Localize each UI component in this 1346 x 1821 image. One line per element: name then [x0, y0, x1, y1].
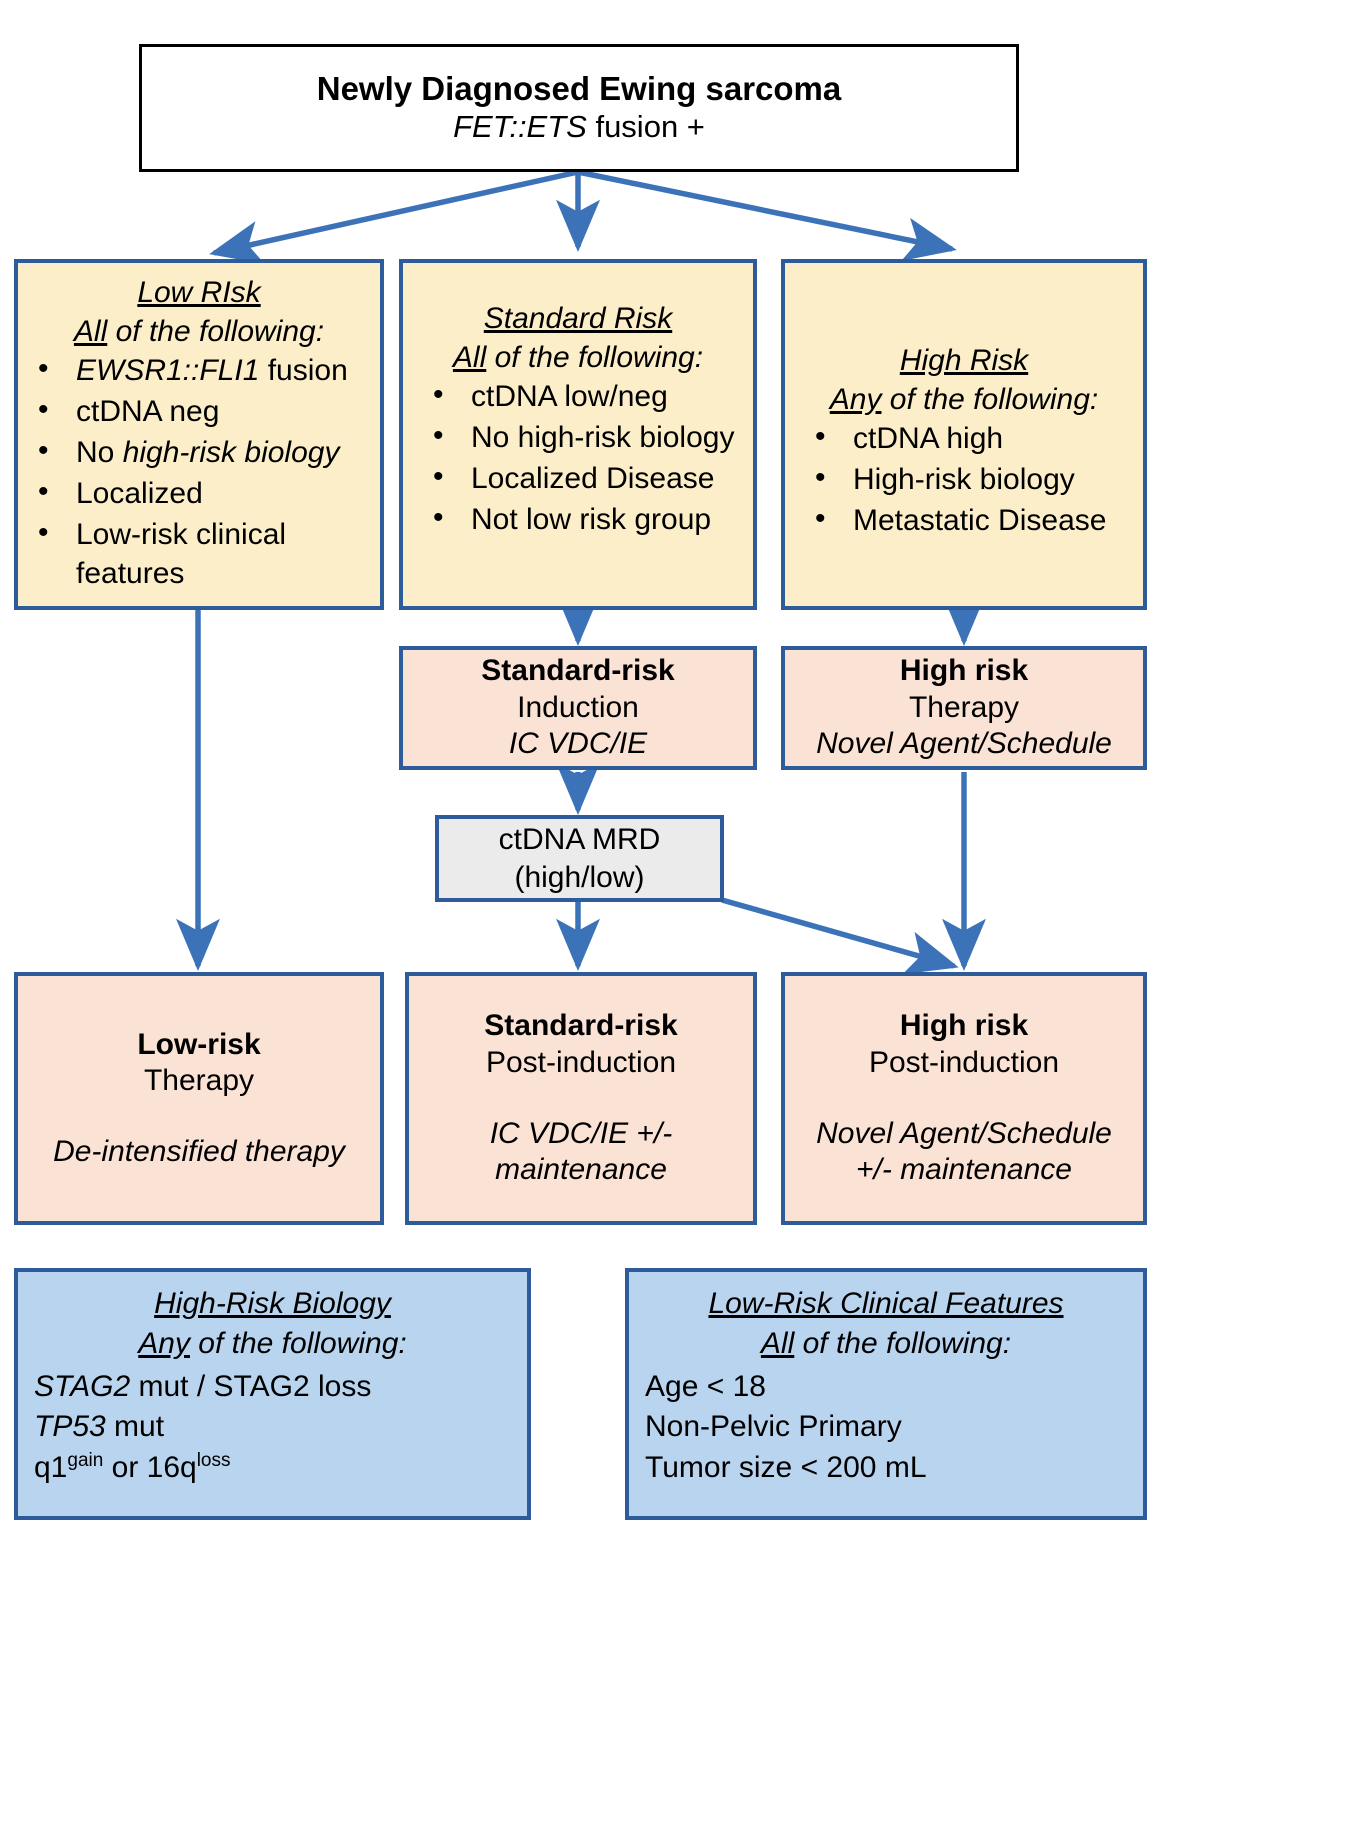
- arrow-title-to-low: [209, 169, 579, 265]
- high-risk-therapy-box: High risk Therapy Novel Agent/Schedule: [781, 646, 1147, 770]
- list-item: Metastatic Disease: [799, 499, 1129, 540]
- list-item: ctDNA neg: [32, 390, 366, 431]
- list-item: Low-risk clinical features: [32, 513, 366, 593]
- low-risk-features-heading: Low-Risk Clinical Features: [708, 1287, 1064, 1320]
- standard-risk-post-induction-box: Standard-risk Post-induction IC VDC/IE +…: [405, 972, 757, 1225]
- high-risk-post-induction-box: High risk Post-induction Novel Agent/Sch…: [781, 972, 1147, 1225]
- high-outcome-phase: Post-induction: [868, 1045, 1060, 1079]
- standard-outcome-phase: Post-induction: [485, 1045, 677, 1079]
- list-item: High-risk biology: [799, 458, 1129, 499]
- low-risk-therapy-box: Low-risk Therapy De-intensified therapy: [14, 972, 384, 1225]
- list-item: ctDNA high: [799, 417, 1129, 458]
- standard-induction-phase: Induction: [517, 690, 639, 724]
- fusion-gene-label: FET::ETS: [453, 109, 587, 145]
- low-risk-heading: Low RIsk: [137, 276, 261, 309]
- standard-outcome-regimen-1: IC VDC/IE +/-: [489, 1116, 673, 1150]
- high-risk-criteria-list: ctDNA high High-risk biology Metastatic …: [799, 417, 1129, 542]
- legend-line: Age < 18: [645, 1370, 766, 1404]
- high-risk-criteria-box: High Risk Any of the following: ctDNA hi…: [781, 259, 1147, 610]
- low-risk-criteria-list: EWSR1::FLI1 fusion ctDNA neg No high-ris…: [32, 349, 366, 595]
- legend-line: q1gain or 16qloss: [34, 1449, 231, 1484]
- high-therapy-title: High risk: [899, 654, 1029, 688]
- high-risk-biology-qualifier: Any of the following:: [138, 1326, 407, 1360]
- high-outcome-regimen-1: Novel Agent/Schedule: [816, 1116, 1112, 1150]
- high-therapy-regimen: Novel Agent/Schedule: [816, 727, 1112, 761]
- high-risk-qualifier: Any of the following:: [829, 383, 1099, 416]
- low-risk-criteria-box: Low RIsk All of the following: EWSR1::FL…: [14, 259, 384, 610]
- legend-line: Non-Pelvic Primary: [645, 1410, 902, 1444]
- standard-induction-title: Standard-risk: [481, 654, 675, 688]
- list-item: ctDNA low/neg: [417, 375, 739, 416]
- high-therapy-phase: Therapy: [908, 690, 1020, 724]
- standard-induction-regimen: IC VDC/IE: [508, 727, 648, 761]
- standard-risk-induction-box: Standard-risk Induction IC VDC/IE: [399, 646, 757, 770]
- standard-risk-criteria-box: Standard Risk All of the following: ctDN…: [399, 259, 757, 610]
- standard-outcome-regimen-2: maintenance: [495, 1153, 667, 1187]
- low-risk-clinical-features-legend-box: Low-Risk Clinical Features All of the fo…: [625, 1268, 1147, 1520]
- arrow-mrd-to-high-post: [721, 897, 959, 975]
- standard-risk-qualifier: All of the following:: [452, 341, 704, 374]
- low-outcome-regimen: De-intensified therapy: [53, 1134, 345, 1168]
- high-risk-biology-list: STAG2 mut / STAG2 loss TP53 mut q1gain o…: [34, 1367, 511, 1488]
- legend-line: Tumor size < 200 mL: [645, 1450, 927, 1484]
- list-item: EWSR1::FLI1 fusion: [32, 349, 366, 390]
- list-item: No high-risk biology: [32, 431, 366, 472]
- high-risk-biology-legend-box: High-Risk Biology Any of the following: …: [14, 1268, 531, 1520]
- standard-outcome-title: Standard-risk: [484, 1009, 678, 1043]
- page-title: Newly Diagnosed Ewing sarcoma: [316, 70, 842, 108]
- list-item: Localized: [32, 472, 366, 513]
- standard-risk-criteria-list: ctDNA low/neg No high-risk biology Local…: [417, 375, 739, 541]
- ctdna-mrd-box: ctDNA MRD (high/low): [435, 815, 724, 902]
- diagnosis-title-box: Newly Diagnosed Ewing sarcoma FET::ETS f…: [139, 44, 1019, 172]
- list-item: Localized Disease: [417, 457, 739, 498]
- high-outcome-regimen-2: +/- maintenance: [856, 1153, 1072, 1187]
- low-risk-qualifier: All of the following:: [73, 315, 325, 348]
- mrd-value: (high/low): [514, 860, 645, 894]
- high-risk-biology-heading: High-Risk Biology: [154, 1287, 391, 1320]
- legend-line: TP53 mut: [34, 1410, 165, 1444]
- fusion-status-label: fusion +: [586, 109, 705, 145]
- low-risk-features-qualifier: All of the following:: [760, 1326, 1012, 1360]
- standard-risk-heading: Standard Risk: [483, 302, 673, 335]
- arrow-title-to-high: [577, 169, 957, 262]
- page-subtitle: FET::ETS fusion +: [453, 109, 705, 146]
- list-item: No high-risk biology: [417, 416, 739, 457]
- legend-line: STAG2 mut / STAG2 loss: [34, 1370, 372, 1404]
- mrd-label: ctDNA MRD: [498, 823, 661, 856]
- list-item: Not low risk group: [417, 498, 739, 539]
- low-outcome-title: Low-risk: [137, 1027, 261, 1061]
- high-risk-heading: High Risk: [899, 344, 1029, 377]
- low-outcome-phase: Therapy: [143, 1064, 255, 1098]
- low-risk-features-list: Age < 18 Non-Pelvic Primary Tumor size <…: [645, 1367, 1127, 1488]
- high-outcome-title: High risk: [899, 1009, 1029, 1043]
